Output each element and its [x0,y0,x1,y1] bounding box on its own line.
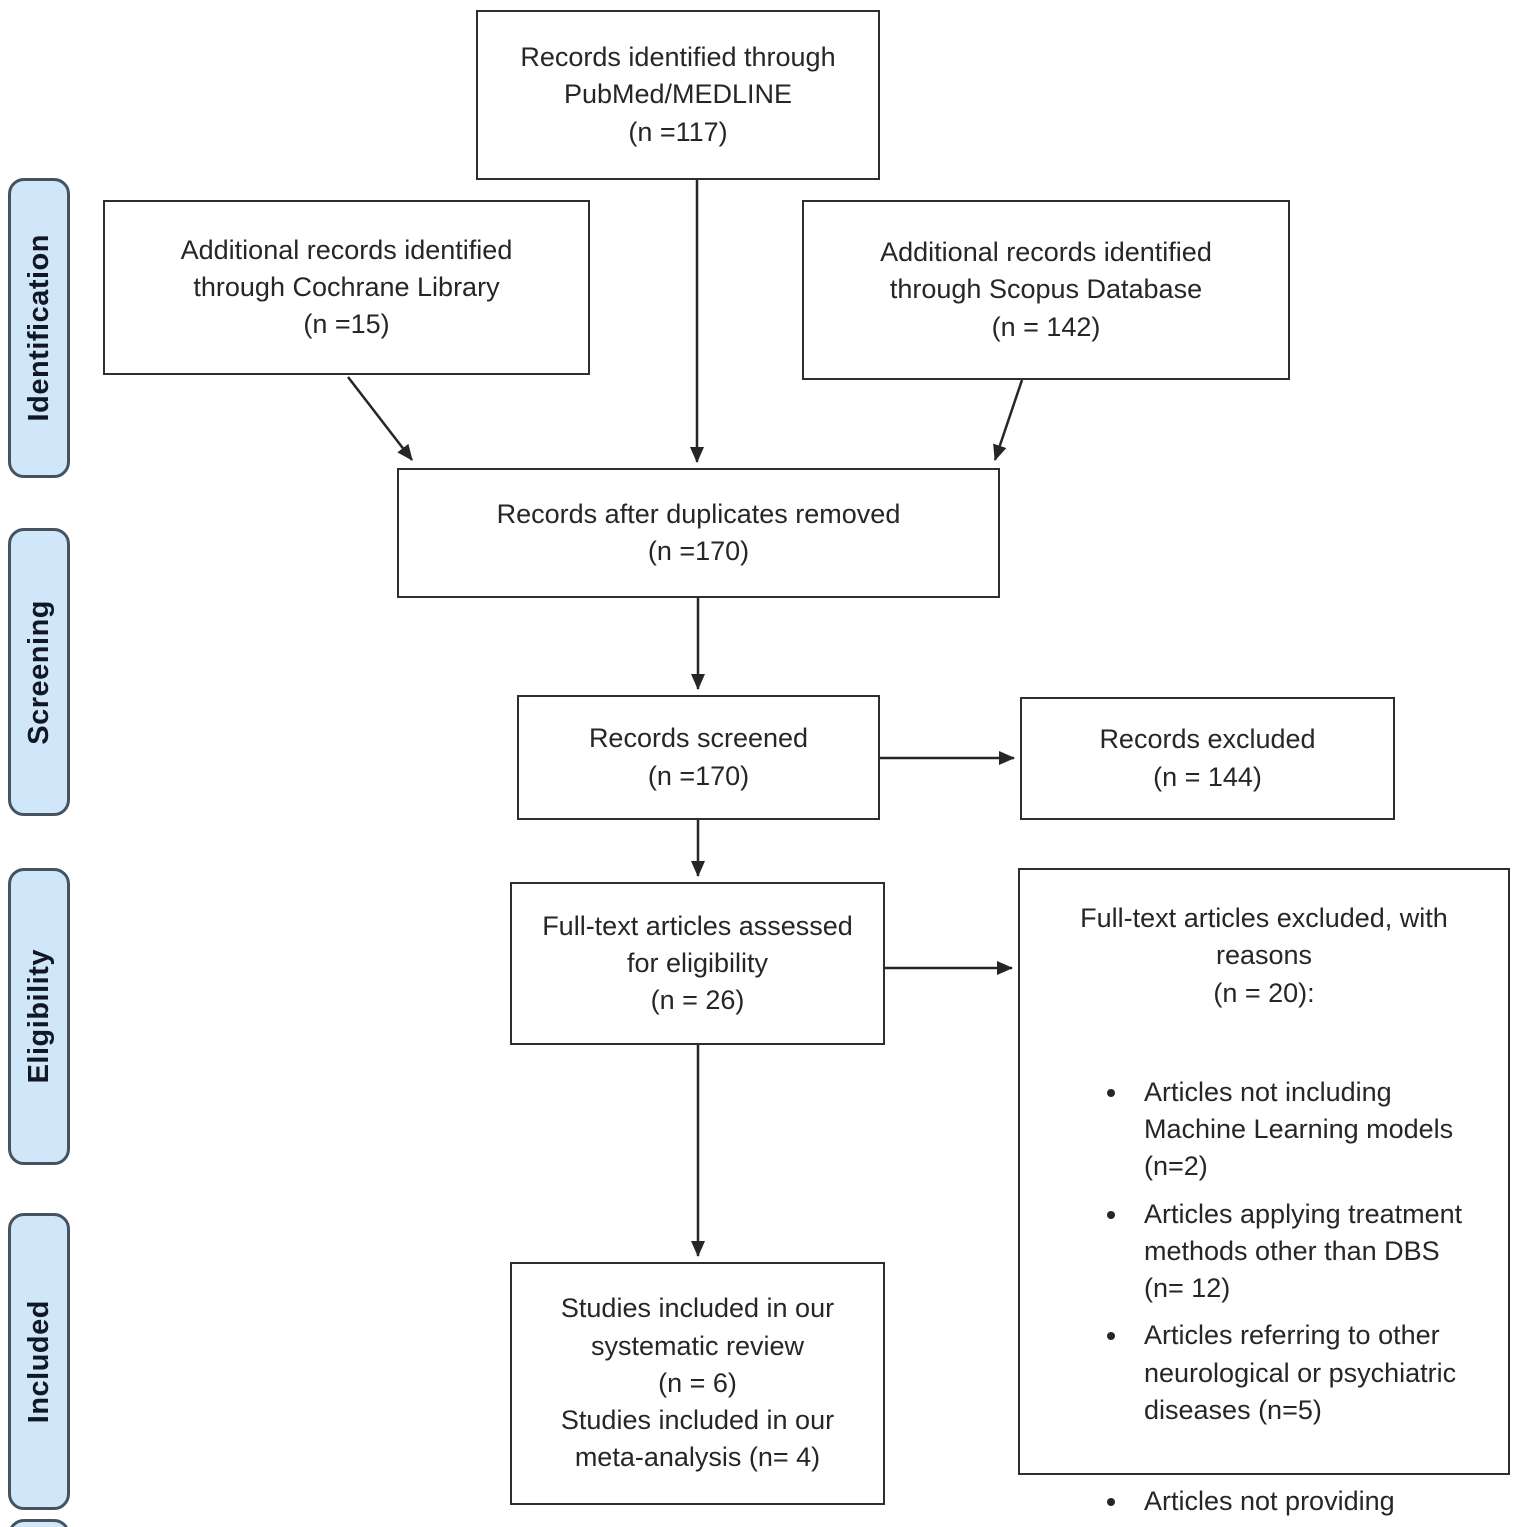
box-fulltext-assessed-text: Full-text articles assessed for eligibil… [542,910,853,1016]
excluded-reason-item: Articles referring to other neurological… [1130,1317,1480,1429]
box-records-after-duplicates-text: Records after duplicates removed (n =170… [496,498,901,566]
excluded-reason-item: Articles not providing [1130,1483,1480,1520]
box-fulltext-excluded-heading: Full-text articles excluded, with reason… [1080,903,1448,1008]
box-additional-records-cochrane: Additional records identified through Co… [103,200,590,375]
box-records-excluded-text: Records excluded (n = 144) [1099,724,1316,792]
box-studies-included: Studies included in our systematic revie… [510,1262,885,1505]
box-records-excluded: Records excluded (n = 144) [1020,697,1395,820]
stage-label-eligibility: Eligibility [22,949,55,1084]
stage-band-identification: Identification [8,178,70,478]
arrow-scopus-to-duplicates [993,379,1024,461]
box-records-identified-pubmed-text: Records identified through PubMed/MEDLIN… [520,42,836,147]
box-records-after-duplicates: Records after duplicates removed (n =170… [397,468,1000,598]
box-records-screened: Records screened (n =170) [517,695,880,820]
excluded-reasons-list: Articles not including Machine Learning … [1020,1074,1508,1527]
stage-label-identification: Identification [22,234,55,422]
box-fulltext-assessed: Full-text articles assessed for eligibil… [510,882,885,1045]
box-additional-records-cochrane-text: Additional records identified through Co… [180,234,513,340]
excluded-reason-item: Articles not including Machine Learning … [1130,1074,1480,1186]
box-studies-included-text: Studies included in our systematic revie… [560,1293,835,1473]
excluded-reason-item: Articles applying treatment methods othe… [1130,1196,1480,1308]
box-additional-records-scopus: Additional records identified through Sc… [802,200,1290,380]
box-records-screened-text: Records screened (n =170) [588,723,809,791]
stage-band-screening: Screening [8,528,70,816]
arrow-cochrane-to-duplicates [347,376,413,461]
stage-label-included: Included [22,1299,55,1424]
stage-label-screening: Screening [22,599,55,745]
stage-band-included: Included [8,1213,70,1510]
box-records-identified-pubmed: Records identified through PubMed/MEDLIN… [476,10,880,180]
stage-band-eligibility: Eligibility [8,868,70,1165]
box-fulltext-excluded-reasons: Full-text articles excluded, with reason… [1018,868,1510,1516]
box-additional-records-scopus-text: Additional records identified through Sc… [880,237,1212,342]
stage-band-partial [8,1519,70,1527]
